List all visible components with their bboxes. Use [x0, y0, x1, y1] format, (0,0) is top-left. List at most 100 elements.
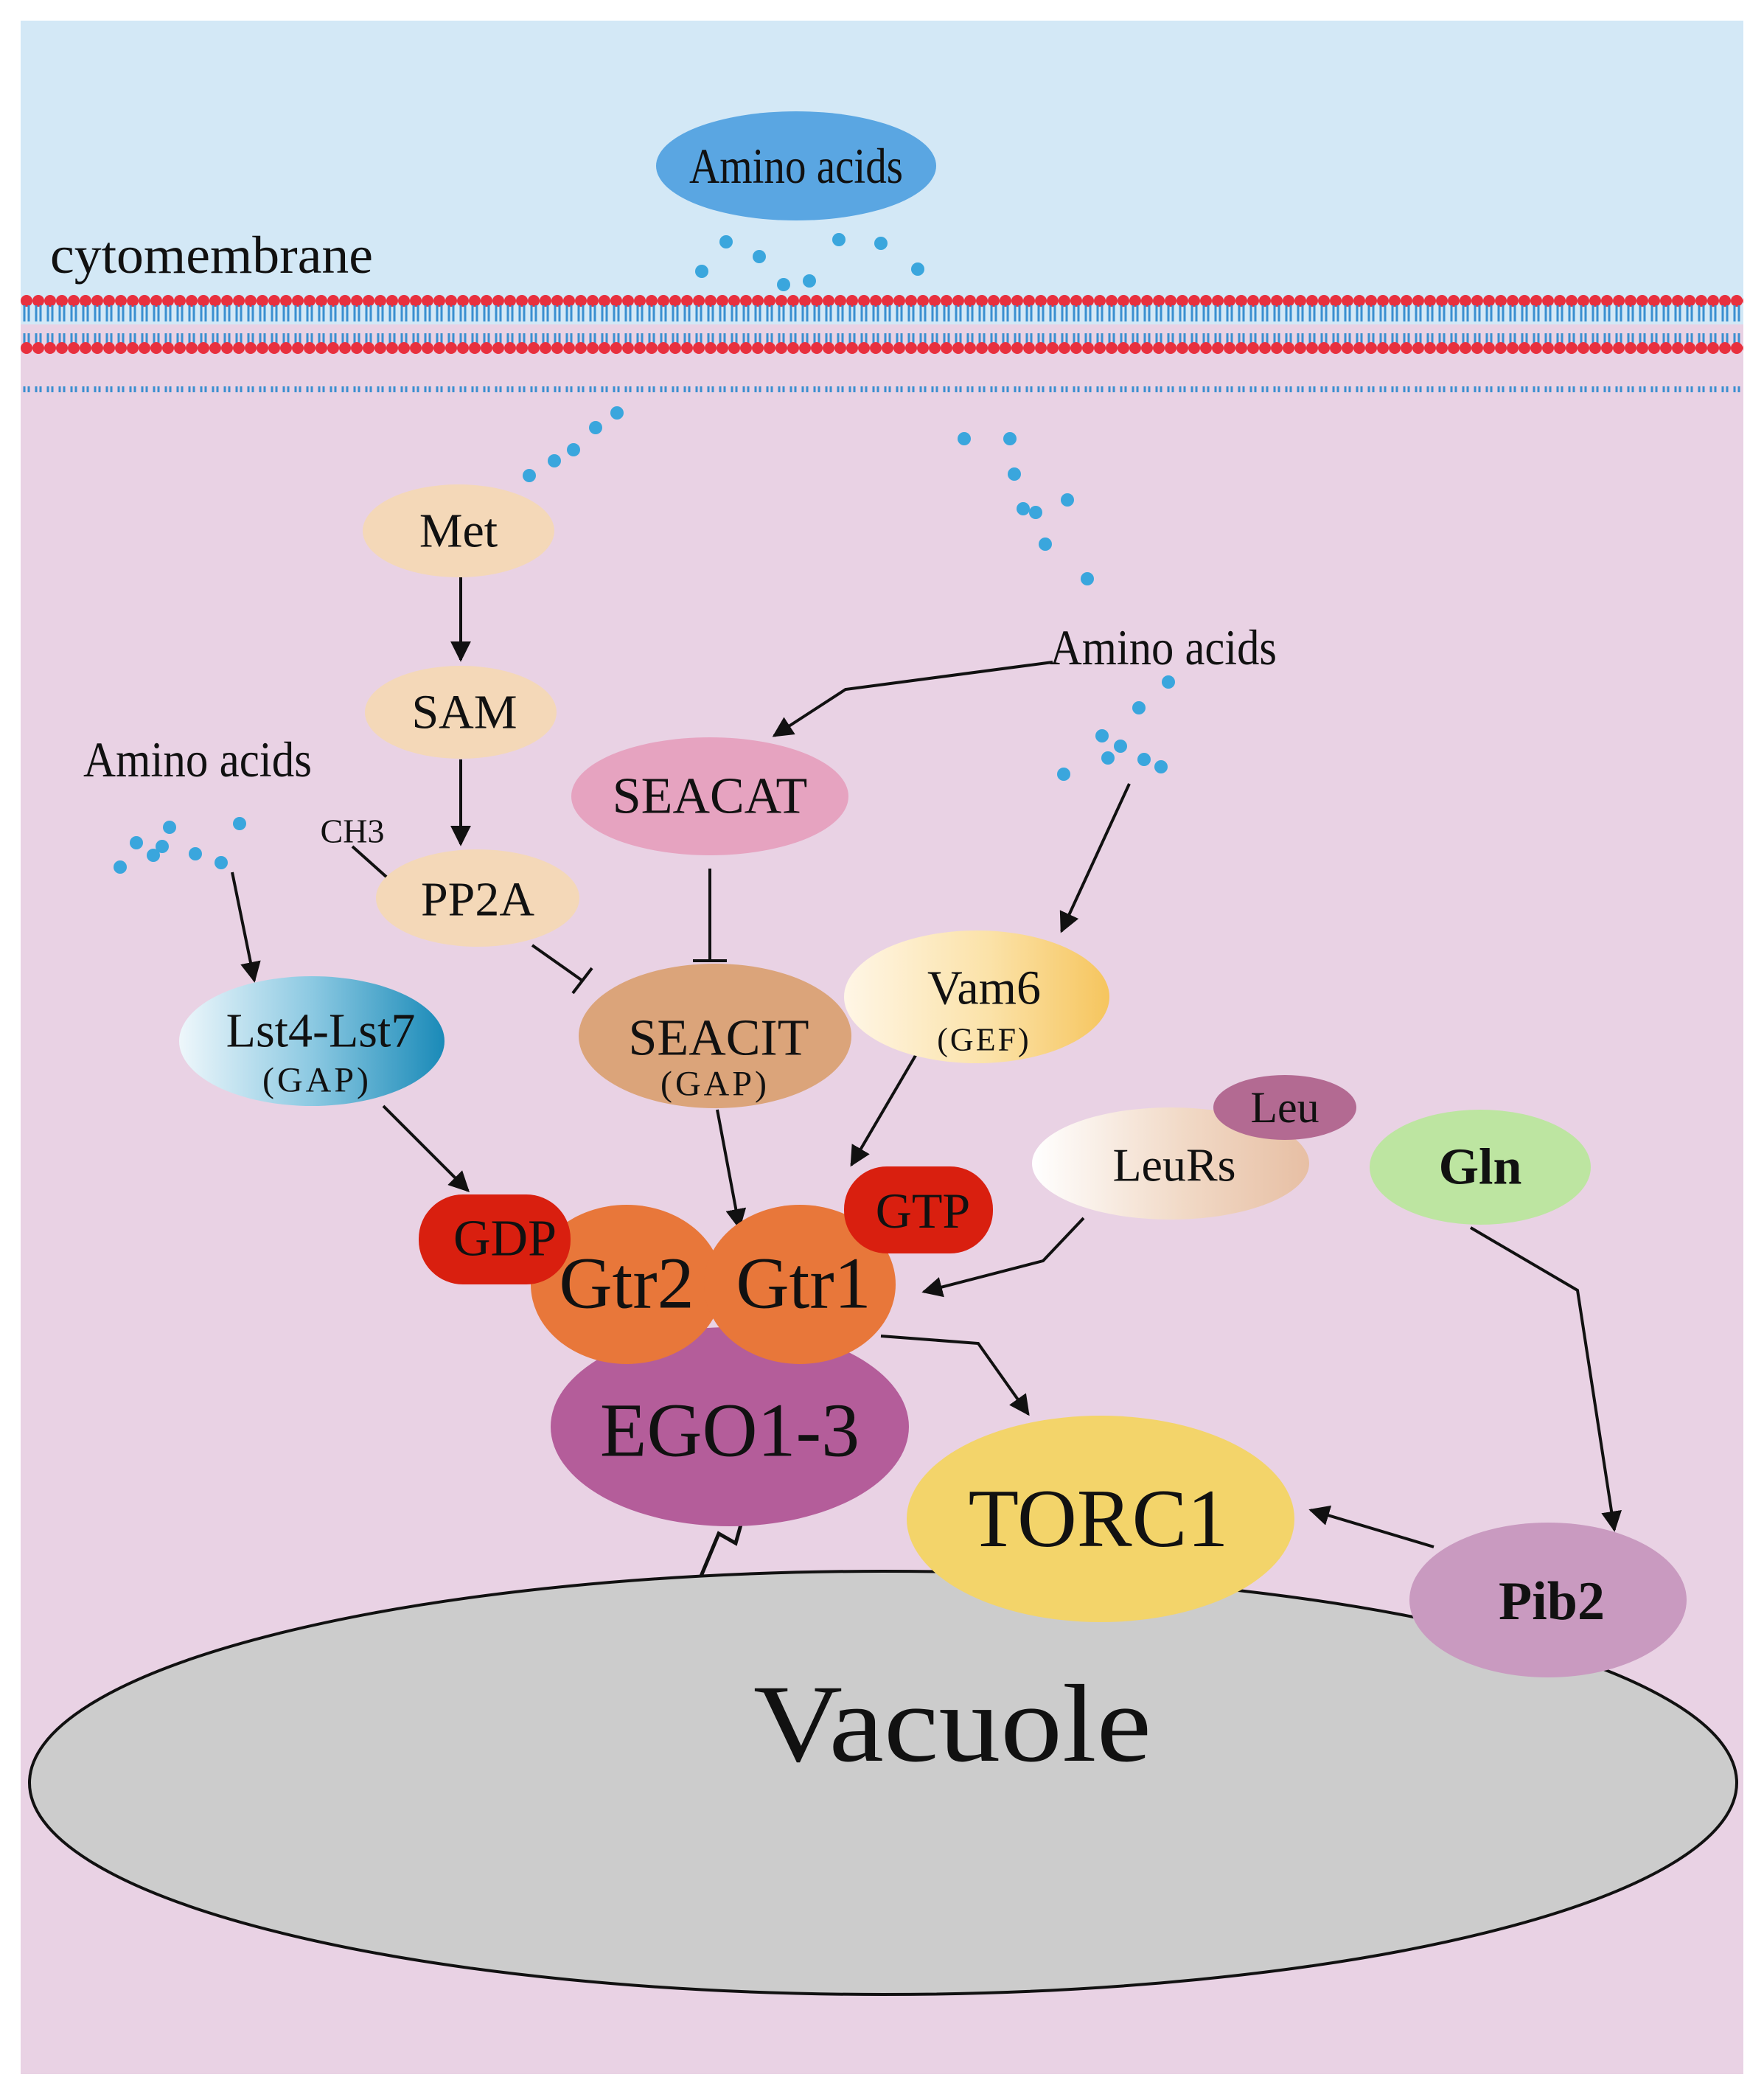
- amino-acids-cytoplasm-right-label: Amino acids: [1050, 619, 1277, 675]
- aa-dot: [1114, 740, 1127, 753]
- vacuole: [28, 1570, 1738, 1996]
- met-node: [363, 484, 554, 577]
- aa-dot: [911, 262, 924, 276]
- cytomembrane-bilayer: [21, 291, 1743, 392]
- pp2a-node: [376, 849, 579, 947]
- aa-dot: [1081, 572, 1094, 585]
- arrow-gln-to-pib2: [1469, 1226, 1622, 1532]
- aa-dot: [523, 469, 536, 482]
- aa-dot: [567, 443, 580, 456]
- seacit-node: [579, 964, 851, 1108]
- met-label: Met: [419, 504, 498, 558]
- gtp-node: [844, 1166, 993, 1253]
- gdp-node: [419, 1194, 571, 1284]
- amino-acid-dots: [114, 233, 1175, 874]
- aa-dot: [874, 237, 888, 250]
- vam6-node: [844, 931, 1109, 1063]
- ego1-3-node: [551, 1327, 909, 1526]
- gtr1-label: Gtr1: [736, 1242, 871, 1324]
- aa-dot: [215, 856, 228, 869]
- aa-dot: [1162, 675, 1175, 689]
- aa-dot: [1057, 768, 1070, 781]
- pib2-node: [1409, 1523, 1687, 1677]
- vacuole-label: Vacuole: [753, 1663, 1151, 1785]
- leurs-label: LeuRs: [1112, 1139, 1235, 1192]
- inhibit-bar-pp2a-seacit: [571, 967, 593, 995]
- arrow-amino-acids-to-seacat: [772, 661, 1053, 737]
- aa-dot: [1017, 502, 1030, 515]
- seacat-node: [571, 737, 848, 855]
- aa-dot: [958, 432, 971, 445]
- seacat-label: SEACAT: [613, 768, 807, 825]
- lst4-lst7-role-label: (GAP): [262, 1061, 372, 1100]
- membrane-inner-leaflet: [21, 333, 1743, 392]
- pp2a-label: PP2A: [421, 873, 534, 927]
- aa-dot: [695, 265, 708, 278]
- vam6-role-label: (GEF): [937, 1022, 1031, 1058]
- gln-label: Gln: [1439, 1139, 1522, 1196]
- seacit-role-label: (GAP): [660, 1065, 770, 1104]
- gdp-label: GDP: [453, 1211, 557, 1267]
- gtr2-label: Gtr2: [559, 1242, 694, 1324]
- leu-node: [1213, 1075, 1356, 1140]
- vam6-label: Vam6: [927, 961, 1041, 1015]
- aa-dot: [1095, 729, 1109, 742]
- aa-dot: [1008, 467, 1021, 481]
- arrow-gtr1-to-torc1: [880, 1335, 1030, 1416]
- aa-dot: [589, 421, 602, 434]
- aa-dot: [719, 235, 733, 248]
- aa-dot: [1132, 701, 1146, 714]
- arrow-amino-acids-to-vam6: [1059, 783, 1131, 933]
- aa-dot: [1137, 753, 1151, 766]
- aa-dot: [610, 406, 624, 420]
- aa-dot: [156, 840, 169, 853]
- gtr2-node: [531, 1205, 722, 1364]
- aa-dot: [130, 836, 143, 849]
- connectors: [231, 577, 1622, 1579]
- aa-dot: [1154, 760, 1168, 773]
- arrow-pib2-to-torc1: [1308, 1505, 1434, 1548]
- arrow-amino-acids-to-lst: [231, 872, 261, 983]
- aa-dot: [753, 250, 766, 263]
- inhibit-pp2a-to-seacit: [531, 944, 584, 982]
- arrow-vam6-to-gtp: [850, 1048, 921, 1167]
- torc1-label: TORC1: [969, 1473, 1229, 1565]
- aa-dot: [548, 454, 561, 467]
- sam-node: [365, 666, 557, 759]
- aa-dot: [1003, 432, 1017, 445]
- aa-dot: [163, 821, 176, 834]
- aa-dot: [803, 274, 816, 288]
- aa-dot: [832, 233, 846, 246]
- aa-dot: [1061, 493, 1074, 507]
- amino-acids-cytoplasm-left-label: Amino acids: [83, 731, 312, 787]
- amino-acids-extracellular-oval: [656, 111, 936, 220]
- gtp-label: GTP: [876, 1183, 970, 1239]
- arrow-leurs-to-gtr1: [921, 1217, 1085, 1298]
- ego1-3-label: EGO1-3: [600, 1388, 860, 1473]
- aa-dot: [777, 278, 790, 291]
- arrow-seacit-to-gtr: [716, 1109, 747, 1230]
- leu-label: Leu: [1250, 1083, 1319, 1132]
- leurs-node: [1032, 1107, 1309, 1220]
- amino-acids-extracellular-label: Amino acids: [689, 138, 903, 194]
- aa-dot: [1039, 538, 1052, 551]
- arrow-lst-to-gdp: [382, 1105, 470, 1192]
- aa-dot: [233, 817, 246, 830]
- aa-dot: [1029, 506, 1042, 519]
- gtr1-node: [704, 1205, 896, 1364]
- cytoplasm-lower-strip: [21, 2061, 1743, 2074]
- sam-label: SAM: [411, 686, 517, 740]
- aa-dot: [114, 860, 127, 874]
- seacit-label: SEACIT: [629, 1010, 809, 1067]
- gln-node: [1370, 1110, 1591, 1225]
- ch3-label: CH3: [321, 813, 385, 850]
- aa-dot: [147, 849, 160, 862]
- pib2-label: Pib2: [1499, 1571, 1605, 1632]
- cytomembrane-label: cytomembrane: [50, 226, 373, 285]
- aa-dot: [189, 847, 202, 860]
- aa-dot: [1101, 751, 1115, 765]
- line-ch3-to-pp2a: [351, 845, 388, 879]
- torc1-node: [907, 1416, 1294, 1622]
- lst4-lst7-node: [179, 976, 445, 1106]
